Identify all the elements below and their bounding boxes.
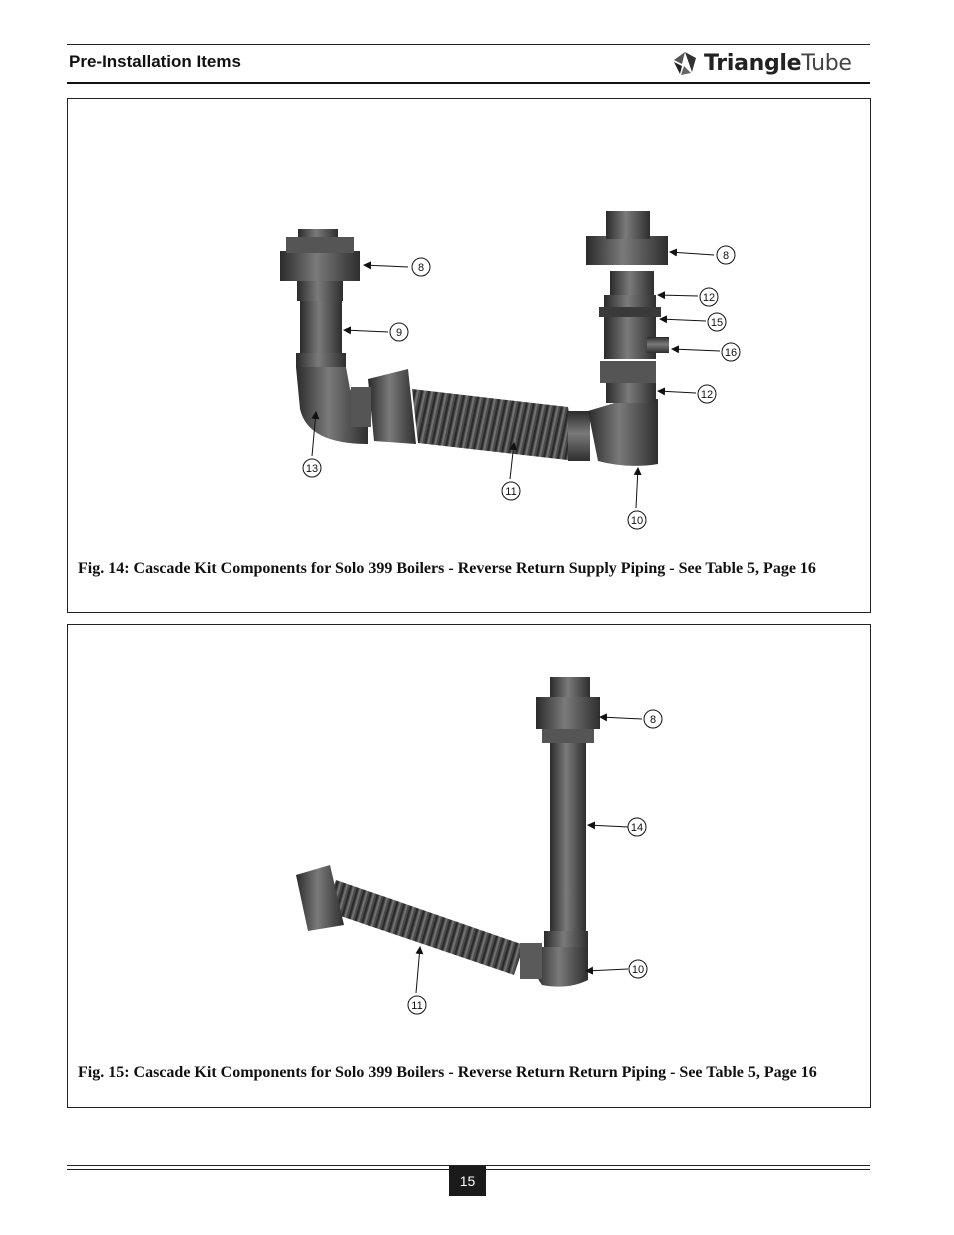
section-title: Pre-Installation Items: [69, 52, 241, 71]
right-union-8: [586, 236, 668, 265]
vertical-pipe-14: [550, 743, 586, 933]
page-number: 15: [449, 1166, 486, 1196]
figure-14-caption: Fig. 14: Cascade Kit Components for Solo…: [78, 560, 816, 577]
top-union-8: [536, 697, 600, 729]
callout-11: 11: [407, 995, 427, 1015]
left-nipple-threads: [297, 281, 343, 301]
header-rule-top: [67, 44, 870, 45]
svg-text:13: 13: [306, 463, 318, 475]
figure-14-illustration: 8 9 13 11 10 8 12 15 16 12: [280, 211, 741, 530]
svg-text:8: 8: [723, 250, 729, 262]
triangle-tube-logo: TriangleTube: [672, 48, 852, 78]
svg-text:12: 12: [701, 389, 713, 401]
callout-12-top: 12: [699, 287, 719, 307]
callout-8: 8: [643, 709, 663, 729]
callout-8-right: 8: [716, 245, 736, 265]
svg-text:11: 11: [411, 1000, 422, 1012]
callout-14: 14: [627, 817, 647, 837]
figure-14: 8 9 13 11 10 8 12 15 16 12 Fig. 14: Casc…: [67, 98, 871, 613]
callout-9: 9: [389, 322, 409, 342]
svg-text:16: 16: [725, 347, 737, 359]
svg-text:8: 8: [418, 262, 424, 274]
elbow-10: [534, 947, 588, 987]
figure-15: 8 14 10 11 Fig. 15: Cascade Kit Componen…: [67, 624, 871, 1108]
footer-rule-top: [67, 1165, 870, 1166]
left-elbow-13: [296, 367, 368, 444]
mid-union: [368, 369, 416, 444]
svg-text:9: 9: [396, 327, 402, 339]
left-union: [296, 865, 344, 931]
svg-text:10: 10: [631, 515, 643, 527]
corrugated-hose-11: [412, 389, 576, 461]
callout-10: 10: [627, 510, 647, 530]
svg-text:10: 10: [632, 964, 644, 976]
callout-12-bottom: 12: [697, 384, 717, 404]
callout-10: 10: [628, 959, 648, 979]
callout-13: 13: [302, 458, 322, 478]
callout-11: 11: [501, 481, 521, 501]
logo-mark-icon: [674, 52, 696, 75]
figure-15-illustration: 8 14 10 11: [296, 677, 663, 1015]
svg-text:12: 12: [703, 292, 715, 304]
figure-15-caption: Fig. 15: Cascade Kit Components for Solo…: [78, 1064, 817, 1081]
svg-text:8: 8: [650, 714, 656, 726]
svg-text:14: 14: [631, 822, 643, 834]
left-pipe-9: [300, 301, 342, 353]
svg-text:15: 15: [711, 317, 723, 329]
right-drain-16: [647, 337, 669, 353]
corrugated-hose-11: [326, 880, 524, 975]
right-elbow-10: [588, 399, 658, 466]
logo-wordmark: TriangleTube: [704, 50, 852, 76]
callout-16: 16: [721, 342, 741, 362]
svg-text:11: 11: [505, 486, 516, 498]
header-rule-bottom: [67, 82, 870, 84]
right-nipple-12: [610, 271, 654, 295]
left-union-8: [280, 229, 360, 281]
callout-8-left: 8: [411, 257, 431, 277]
callout-15: 15: [707, 312, 727, 332]
